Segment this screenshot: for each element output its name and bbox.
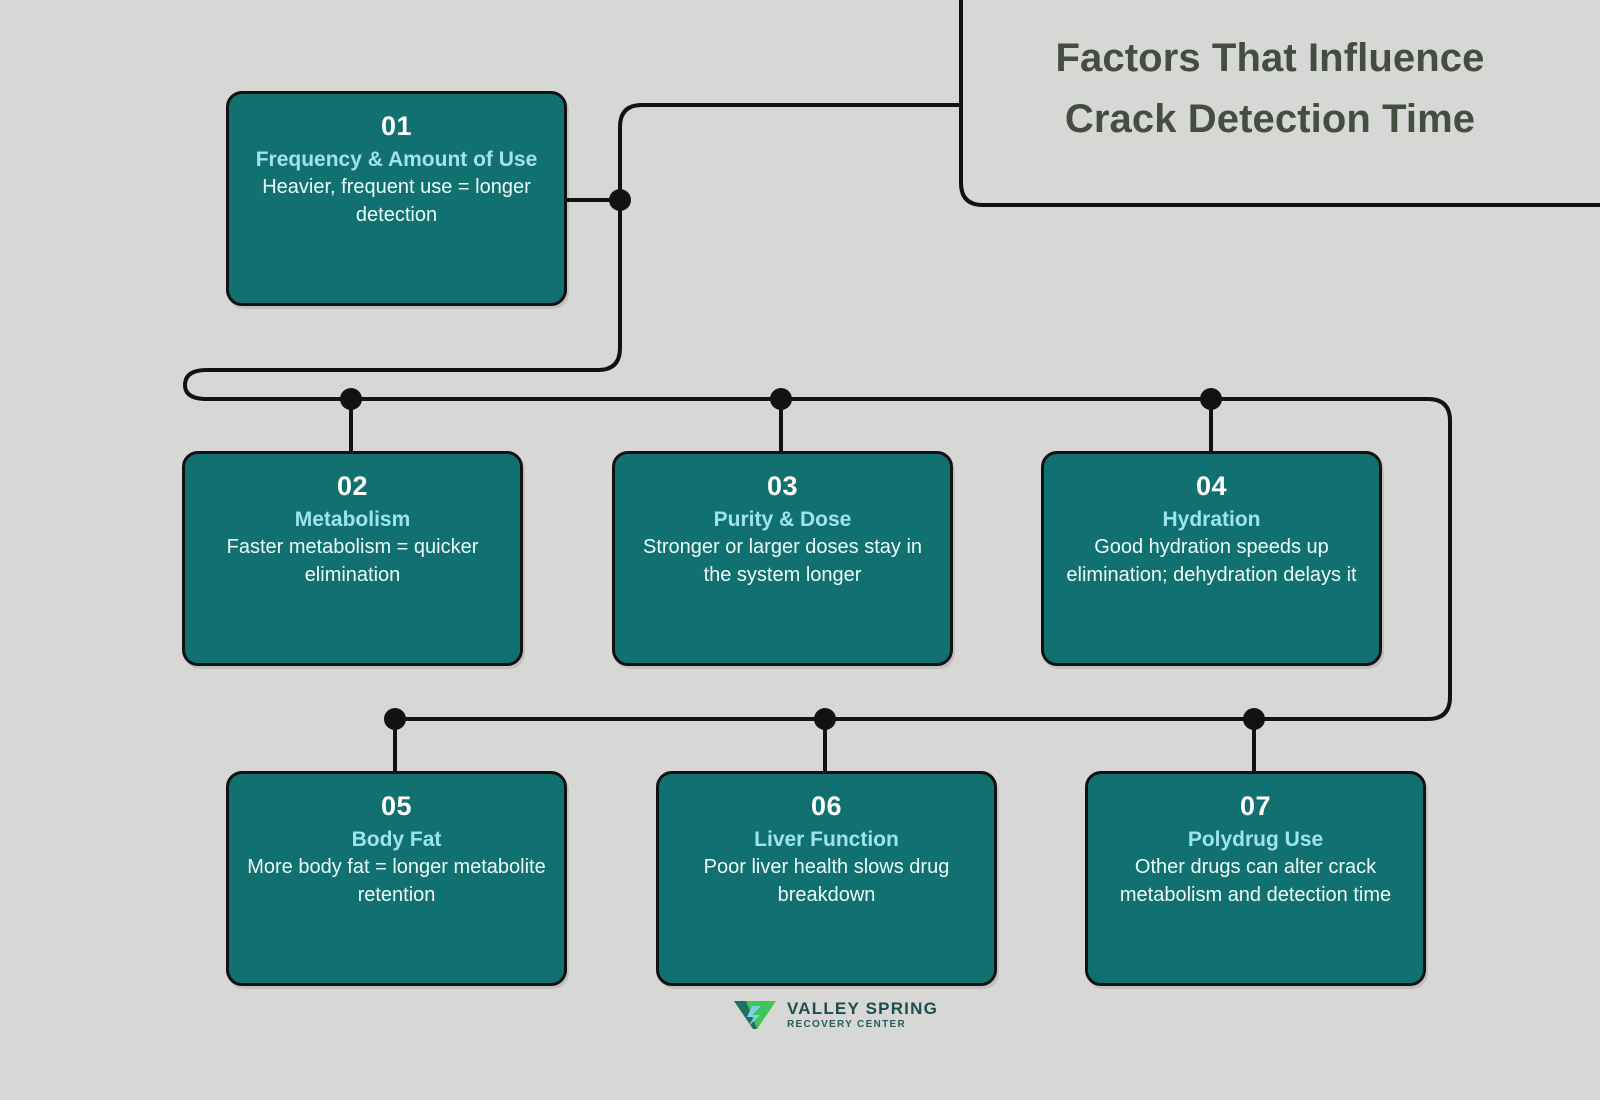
factor-title: Hydration [1162,507,1261,531]
factor-card-07[interactable]: 07 Polydrug Use Other drugs can alter cr… [1085,771,1426,986]
factor-number: 05 [380,791,413,821]
factor-title: Metabolism [294,507,411,531]
factor-number: 06 [810,791,843,821]
factor-number: 02 [336,471,369,501]
page-title-line-1: Factors That Influence [1055,36,1485,80]
factor-card-06[interactable]: 06 Liver Function Poor liver health slow… [656,771,997,986]
factor-description: Poor liver health slows drug breakdown [703,856,950,906]
brand-logo[interactable]: VALLEY SPRING RECOVERY CENTER [733,1000,938,1030]
connector-node-hub [609,189,631,211]
connector-title-frame [959,0,1600,207]
factor-description: Stronger or larger doses stay in the sys… [642,536,923,586]
factor-description: Good hydration speeds up elimination; de… [1066,536,1357,586]
factor-card-03[interactable]: 03 Purity & Dose Stronger or larger dose… [612,451,953,666]
factor-title: Liver Function [754,827,899,851]
factor-card-01[interactable]: 01 Frequency & Amount of Use Heavier, fr… [226,91,567,306]
page-title: Factors That Influence Crack Detection T… [960,28,1580,150]
factor-description: Other drugs can alter crack metabolism a… [1119,856,1392,906]
connector-node-07 [1243,708,1265,730]
page-title-line-2: Crack Detection Time [1064,96,1476,141]
factor-number: 04 [1195,471,1228,501]
factor-description: Heavier, frequent use = longer detection [262,176,531,226]
connector-spine-up [618,103,961,200]
factor-title: Purity & Dose [713,507,852,531]
logo-name: VALLEY SPRING [787,999,938,1018]
connector-node-03 [770,388,792,410]
factor-description: More body fat = longer metabolite retent… [247,856,546,906]
connector-spine-down [182,200,1428,401]
connector-node-05 [384,708,406,730]
valley-spring-mark-icon [734,1001,776,1029]
connector-node-02 [340,388,362,410]
factor-card-04[interactable]: 04 Hydration Good hydration speeds up el… [1041,451,1382,666]
logo-subtitle: RECOVERY CENTER [787,1019,906,1030]
factor-number: 01 [380,111,413,141]
connector-node-06 [814,708,836,730]
factor-card-02[interactable]: 02 Metabolism Faster metabolism = quicke… [182,451,523,666]
factor-number: 07 [1239,791,1272,821]
connector-node-04 [1200,388,1222,410]
factor-card-05[interactable]: 05 Body Fat More body fat = longer metab… [226,771,567,986]
factor-number: 03 [766,471,799,501]
factor-title: Frequency & Amount of Use [255,147,538,171]
connector-right-loop [395,397,1452,721]
factor-description: Faster metabolism = quicker elimination [226,536,479,586]
factor-title: Body Fat [351,827,442,851]
factor-title: Polydrug Use [1187,827,1324,851]
